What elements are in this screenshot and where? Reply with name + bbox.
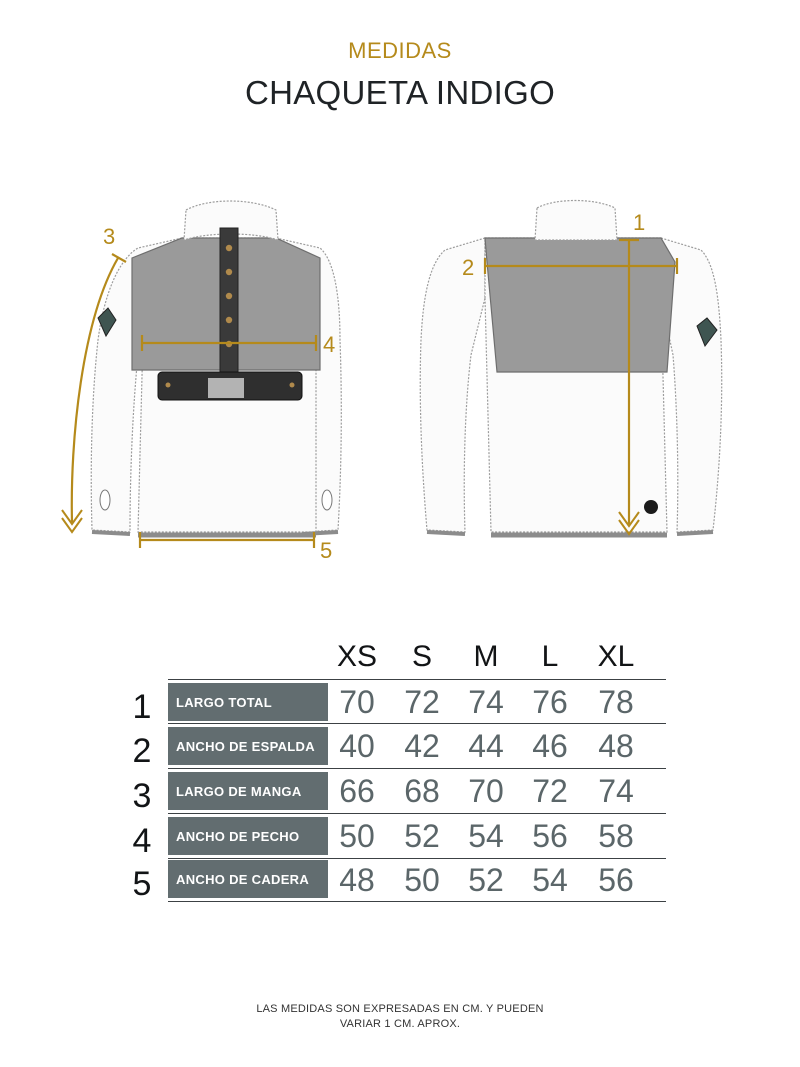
table-cell: 48 xyxy=(339,862,375,898)
header-subtitle: MEDIDAS xyxy=(348,38,452,63)
table-cell: 74 xyxy=(468,684,504,720)
table-cell: 52 xyxy=(404,818,440,854)
row-label-ancho-de-espalda: ANCHO DE ESPALDA xyxy=(168,727,328,765)
measurement-footnote: LAS MEDIDAS SON EXPRESADAS EN CM. Y PUED… xyxy=(0,1002,800,1032)
table-cell: 78 xyxy=(598,684,634,720)
callout-2: 2 xyxy=(462,255,474,280)
page-title: CHAQUETA INDIGO xyxy=(244,74,556,111)
footnote-line-1: LAS MEDIDAS SON EXPRESADAS EN CM. Y PUED… xyxy=(256,1003,544,1015)
table-cell: 58 xyxy=(598,818,634,854)
callout-5: 5 xyxy=(320,538,332,563)
table-cell: 56 xyxy=(598,862,634,898)
table-cell: 70 xyxy=(468,773,504,809)
table-cell: 54 xyxy=(532,862,568,898)
footnote-line-2: VARIAR 1 CM. APROX. xyxy=(339,1018,461,1030)
row-number: 5 xyxy=(132,865,152,903)
row-label-largo-de-manga: LARGO DE MANGA xyxy=(168,772,328,810)
callout-3: 3 xyxy=(103,224,115,249)
table-cell: 44 xyxy=(468,728,504,764)
table-cell: 54 xyxy=(468,818,504,854)
jacket-back-diagram: 1 2 xyxy=(419,199,723,538)
table-cell: 40 xyxy=(339,728,375,764)
table-cell: 56 xyxy=(532,818,568,854)
table-cell: 46 xyxy=(532,728,568,764)
table-cell: 72 xyxy=(532,773,568,809)
table-cell: 48 xyxy=(598,728,634,764)
size-header-s: S xyxy=(411,640,432,673)
size-header-xs: XS xyxy=(336,640,378,673)
row-number: 2 xyxy=(132,732,152,770)
table-cell: 74 xyxy=(598,773,634,809)
table-cell: 52 xyxy=(468,862,504,898)
table-rule xyxy=(168,813,666,814)
callout-4: 4 xyxy=(323,332,335,357)
row-label-ancho-de-cadera: ANCHO DE CADERA xyxy=(168,860,328,898)
table-cell: 72 xyxy=(404,684,440,720)
table-rule xyxy=(168,858,666,859)
size-header-l: L xyxy=(541,640,559,673)
table-cell: 68 xyxy=(404,773,440,809)
table-cell: 50 xyxy=(339,818,375,854)
table-cell: 70 xyxy=(339,684,375,720)
row-label-ancho-de-pecho: ANCHO DE PECHO xyxy=(168,817,328,855)
row-number: 3 xyxy=(132,777,152,815)
table-cell: 42 xyxy=(404,728,440,764)
table-cell: 50 xyxy=(404,862,440,898)
table-cell: 76 xyxy=(532,684,568,720)
table-rule xyxy=(168,768,666,769)
size-header-xl: XL xyxy=(597,640,635,673)
table-cell: 66 xyxy=(339,773,375,809)
table-rule xyxy=(168,723,666,724)
row-number: 4 xyxy=(132,822,152,860)
callout-1: 1 xyxy=(633,210,645,235)
size-header-m: M xyxy=(473,640,499,673)
row-number: 1 xyxy=(132,688,152,726)
row-label-largo-total: LARGO TOTAL xyxy=(168,683,328,721)
jacket-front-diagram: 3 4 5 xyxy=(61,200,342,563)
table-rule xyxy=(168,679,666,680)
table-rule xyxy=(168,901,666,902)
